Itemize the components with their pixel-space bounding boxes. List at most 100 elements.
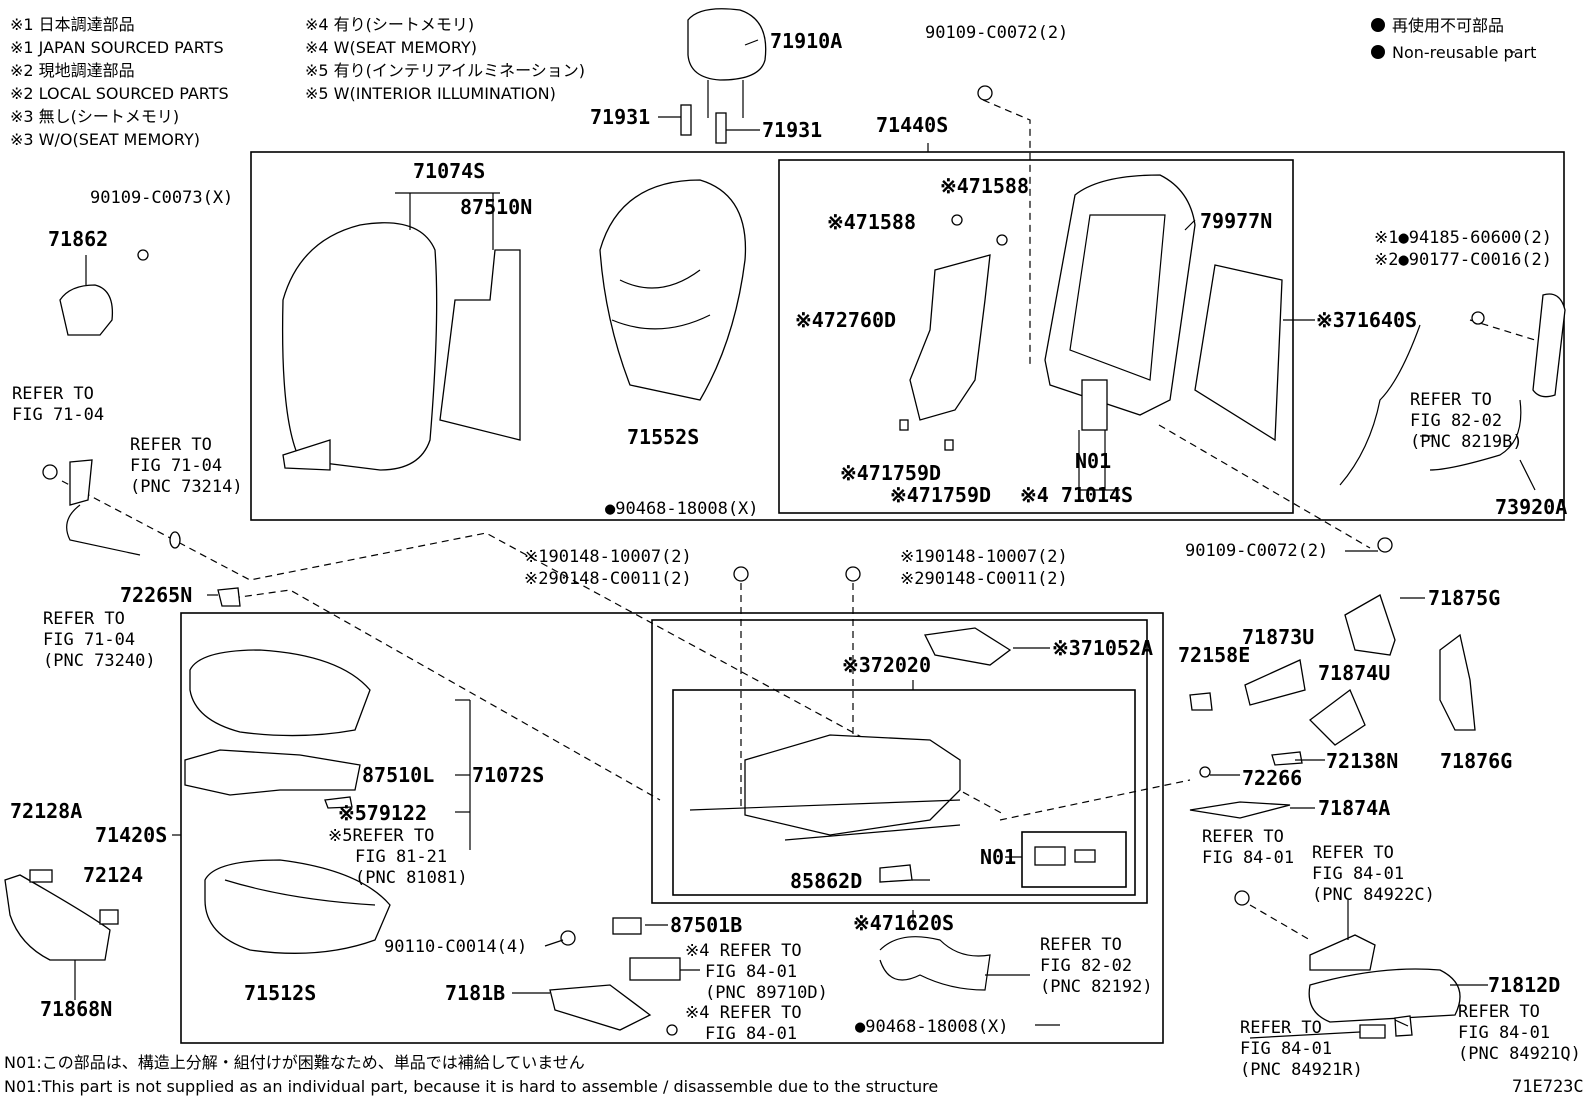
part-label: ※471759D: [890, 483, 991, 507]
seatback-frame-subframe: [778, 159, 1294, 514]
diagram-code: 71E723C: [1512, 1077, 1584, 1097]
headrest-part: [687, 8, 767, 118]
refer-line: FIG 82-02: [1040, 956, 1132, 976]
clip-part: [1189, 692, 1213, 711]
part-label: 7181B: [445, 981, 505, 1005]
part-label: ※4 71014S: [1020, 483, 1133, 507]
part-label: 71875G: [1428, 586, 1500, 610]
part-label: ※472760D: [795, 308, 896, 332]
part-label: 87510L: [362, 763, 434, 787]
part-label: ※471588: [940, 174, 1029, 198]
part-label: ※1●94185-60600(2): [1374, 228, 1552, 248]
seatback-board-part: [1194, 264, 1283, 442]
refer-line: FIG 82-02: [1410, 411, 1502, 431]
bolt-part: [560, 930, 576, 946]
side-cover-part: [4, 869, 119, 961]
part-label: 71812D: [1488, 973, 1560, 997]
bolt-part: [845, 566, 861, 582]
guide-part: [680, 104, 727, 144]
refer-line: FIG 71-04: [43, 630, 135, 650]
part-label: ※371640S: [1316, 308, 1417, 332]
refer-line: ※4 REFER TO: [685, 941, 802, 961]
part-label: 71862: [48, 227, 108, 251]
switch-part: [1309, 934, 1376, 971]
part-label: ●90468-18008(X): [855, 1017, 1009, 1037]
part-label: 85862D: [790, 869, 862, 893]
belt-buckle-part: [42, 459, 181, 556]
refer-line: (PNC 89710D): [705, 983, 828, 1003]
filled-dot-icon: [1371, 18, 1385, 32]
refer-line: (PNC 73214): [130, 477, 243, 497]
refer-line: REFER TO: [1240, 1018, 1322, 1038]
n01-inset-frame: [1021, 831, 1127, 888]
adjuster-subframe: [672, 689, 1136, 896]
part-label: ※190148-10007(2): [524, 547, 692, 567]
bolt-part: [137, 249, 149, 261]
illumination-part: [324, 796, 353, 809]
part-label: 90110-C0014(4): [384, 937, 527, 957]
module-part: [612, 917, 642, 935]
refer-line: FIG 71-04: [12, 405, 104, 425]
refer-line: FIG 84-01: [1202, 848, 1294, 868]
part-label: 90109-C0073(X): [90, 188, 233, 208]
part-label: ※190148-10007(2): [900, 547, 1068, 567]
seat-adjuster-part: [689, 627, 1012, 883]
clip-part: [1271, 751, 1303, 766]
footer-note-jp: N01:この部品は、構造上分解・組付けが困難なため、単品では補給していません: [4, 1053, 585, 1072]
bolt-part: [977, 85, 993, 101]
motor-part: [1034, 846, 1096, 866]
cushion-group-frame: [180, 612, 1164, 1044]
cover-part: [1189, 801, 1291, 819]
refer-line: ※4 REFER TO: [685, 1003, 802, 1023]
cover-part: [59, 284, 114, 336]
refer-line: (PNC 84921Q): [1458, 1044, 1581, 1064]
refer-line: FIG 84-01: [1312, 864, 1404, 884]
ecu-part: [629, 957, 681, 981]
refer-line: REFER TO: [1202, 827, 1284, 847]
part-label: ※371052A: [1052, 636, 1153, 660]
cushion-harness-part: [879, 936, 991, 991]
lumbar-support-part: [899, 214, 1008, 451]
refer-line: FIG 84-01: [1458, 1023, 1550, 1043]
part-label: 71876G: [1440, 749, 1512, 773]
shield-part: [1244, 659, 1306, 706]
part-label: 72265N: [120, 583, 192, 607]
part-label: N01: [1075, 449, 1111, 473]
part-label: 87501B: [670, 913, 742, 937]
cushion-assembly-part: [204, 859, 391, 954]
legend-note: ※4 W(SEAT MEMORY): [305, 38, 477, 57]
seatback-group-frame: [250, 151, 1565, 521]
knob-part: [1394, 1015, 1413, 1037]
legend-note: ※2 LOCAL SOURCED PARTS: [10, 84, 229, 103]
refer-line: FIG 71-04: [130, 456, 222, 476]
part-label: 71873U: [1242, 625, 1314, 649]
bracket-part: [1344, 594, 1396, 656]
legend-note: ※3 無し(シートメモリ): [10, 107, 179, 126]
part-label: 71874U: [1318, 661, 1390, 685]
part-label: 71931: [762, 118, 822, 142]
legend-note: ※4 有り(シートメモリ): [305, 15, 474, 34]
part-label: 72138N: [1326, 749, 1398, 773]
part-label: 73920A: [1495, 495, 1567, 519]
refer-line: REFER TO: [12, 384, 94, 404]
part-label: 71440S: [876, 113, 948, 137]
legend-note: ※5 有り(インテリアイルミネーション): [305, 61, 585, 80]
legend-note: ※2 現地調達部品: [10, 61, 135, 80]
refer-line: (PNC 73240): [43, 651, 156, 671]
bolt-part: [1377, 537, 1393, 553]
part-label: 71420S: [95, 823, 167, 847]
cushion-cover-part: [189, 649, 371, 737]
part-label: ※471588: [827, 210, 916, 234]
legend-note: ※1 日本調達部品: [10, 15, 135, 34]
part-label: 71512S: [244, 981, 316, 1005]
bolt-part: [1234, 890, 1250, 906]
wire-harness-part: [1339, 293, 1566, 486]
nonreusable-en: Non-reusable part: [1392, 43, 1536, 62]
part-label: ※471620S: [853, 911, 954, 935]
legend-note: ※5 W(INTERIOR ILLUMINATION): [305, 84, 556, 103]
clip-part: [217, 587, 241, 607]
seatback-cover-part: [281, 222, 438, 471]
refer-line: (PNC 84922C): [1312, 885, 1435, 905]
part-label: ※372020: [842, 653, 931, 677]
part-label: ※471759D: [840, 461, 941, 485]
